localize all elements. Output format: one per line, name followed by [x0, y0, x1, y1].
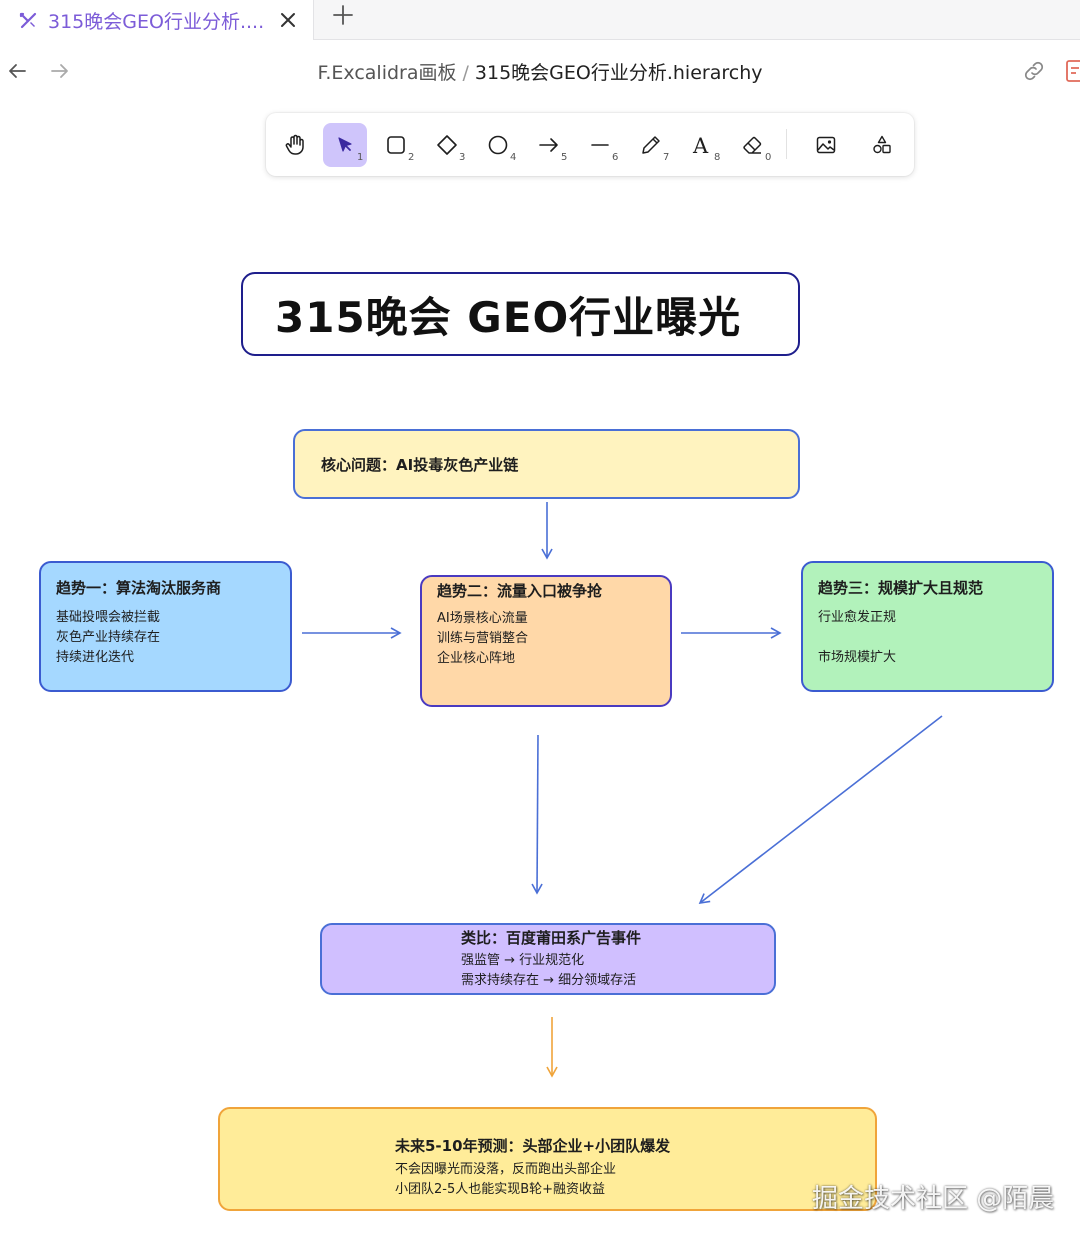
- forward-arrow-icon[interactable]: [48, 59, 72, 83]
- tab-bar: 315晚会GEO行业分析....: [0, 0, 1080, 40]
- future-line: 不会因曝光而没落，反而跑出头部企业: [395, 1162, 617, 1177]
- tool-key: 2: [408, 152, 415, 163]
- arrow-trend3-to-analogy: [698, 715, 943, 905]
- excalidraw-icon: [18, 10, 38, 30]
- trend3-heading: 趋势三：规模扩大且规范: [818, 579, 984, 597]
- draw-tool[interactable]: 7: [629, 123, 673, 167]
- hand-tool[interactable]: [273, 123, 317, 167]
- hand-icon: [285, 134, 304, 155]
- close-icon[interactable]: [277, 9, 299, 31]
- trend1-heading: 趋势一：算法淘汰服务商: [56, 579, 222, 597]
- trend3-line: 行业愈发正规: [818, 610, 897, 625]
- arrow-tool[interactable]: 5: [527, 123, 571, 167]
- eraser-tool[interactable]: 0: [731, 123, 775, 167]
- toolbar-divider: [786, 129, 787, 159]
- title-node[interactable]: 315晚会 GEO行业曝光: [241, 272, 800, 356]
- trend2-heading: 趋势二：流量入口被争抢: [437, 582, 603, 600]
- tool-key: 5: [561, 152, 568, 163]
- rectangle-tool[interactable]: 2: [374, 123, 418, 167]
- arrow-trend2-to-analogy: [531, 734, 543, 895]
- analogy-heading: 类比：百度莆田系广告事件: [461, 929, 642, 947]
- connector-layer: [302, 502, 943, 1078]
- tab-title: 315晚会GEO行业分析....: [48, 10, 265, 33]
- line-icon: [591, 144, 609, 146]
- trend1-node[interactable]: 趋势一：算法淘汰服务商 基础投喂会被拦截 灰色产业持续存在 持续进化迭代: [39, 561, 292, 692]
- core-issue-text: 核心问题：AI投毒灰色产业链: [321, 456, 519, 474]
- trend1-line: 灰色产业持续存在: [56, 630, 161, 645]
- breadcrumb-parent[interactable]: F.Excalidra画板: [317, 62, 457, 84]
- file-icon[interactable]: [1064, 58, 1080, 84]
- cursor-icon: [338, 137, 352, 152]
- selection-tool[interactable]: 1: [323, 123, 367, 167]
- diagram-title: 315晚会 GEO行业曝光: [275, 292, 742, 342]
- tool-key: 1: [357, 152, 364, 163]
- rectangle-icon: [387, 136, 405, 154]
- future-line: 小团队2-5人也能实现B轮+融资收益: [395, 1182, 606, 1197]
- link-icon[interactable]: [1022, 59, 1046, 83]
- image-tool[interactable]: [804, 123, 848, 167]
- breadcrumb-separator: /: [462, 62, 469, 84]
- trend2-line: 训练与营销整合: [437, 631, 529, 646]
- trend3-line: 市场规模扩大: [818, 650, 897, 665]
- ellipse-icon: [488, 135, 508, 155]
- tool-key: 0: [765, 152, 772, 163]
- image-icon: [816, 136, 836, 154]
- breadcrumb: F.Excalidra画板/315晚会GEO行业分析.hierarchy: [0, 58, 1080, 85]
- trend2-line: AI场景核心流量: [437, 611, 528, 626]
- analogy-line: 强监管 → 行业规范化: [461, 953, 585, 968]
- shapes-icon: [873, 135, 891, 154]
- tool-key: 4: [510, 152, 517, 163]
- future-heading: 未来5-10年预测：头部企业+小团队爆发: [395, 1137, 671, 1155]
- drawing-toolbar: 1 2 3 4 5 6 7 A 8 0: [266, 113, 914, 176]
- tool-key: 8: [714, 152, 721, 163]
- tab-active[interactable]: 315晚会GEO行业分析....: [0, 0, 314, 40]
- ellipse-tool[interactable]: 4: [476, 123, 520, 167]
- pencil-icon: [642, 136, 660, 154]
- diamond-icon: [437, 135, 457, 155]
- text-tool-glyph: A: [692, 134, 709, 157]
- tool-key: 3: [459, 152, 466, 163]
- trend1-line: 持续进化迭代: [56, 650, 135, 665]
- core-issue-node[interactable]: 核心问题：AI投毒灰色产业链: [293, 429, 800, 499]
- watermark: 掘金技术社区 @陌晨: [812, 1184, 1055, 1214]
- excalidraw-canvas[interactable]: 315晚会 GEO行业曝光 核心问题：AI投毒灰色产业链 趋势一：算法淘汰服务商…: [0, 180, 1080, 1239]
- line-tool[interactable]: 6: [578, 123, 622, 167]
- text-tool[interactable]: A 8: [680, 123, 724, 167]
- trend3-node[interactable]: 趋势三：规模扩大且规范 行业愈发正规 市场规模扩大: [801, 561, 1054, 692]
- analogy-line: 需求持续存在 → 细分领域存活: [461, 973, 637, 988]
- nav-bar: F.Excalidra画板/315晚会GEO行业分析.hierarchy: [0, 41, 1080, 101]
- diamond-tool[interactable]: 3: [425, 123, 469, 167]
- trend2-node[interactable]: 趋势二：流量入口被争抢 AI场景核心流量 训练与营销整合 企业核心阵地: [420, 575, 672, 707]
- more-shapes-tool[interactable]: [860, 123, 904, 167]
- tool-key: 6: [612, 152, 619, 163]
- back-arrow-icon[interactable]: [5, 59, 29, 83]
- trend1-line: 基础投喂会被拦截: [56, 610, 161, 625]
- future-prediction-node[interactable]: 未来5-10年预测：头部企业+小团队爆发 不会因曝光而没落，反而跑出头部企业 小…: [218, 1107, 877, 1211]
- arrow-right-icon: [539, 138, 558, 152]
- breadcrumb-current[interactable]: 315晚会GEO行业分析.hierarchy: [474, 62, 763, 84]
- trend2-line: 企业核心阵地: [437, 651, 516, 666]
- tool-key: 7: [663, 152, 670, 163]
- new-tab-icon[interactable]: [330, 2, 356, 28]
- analogy-node[interactable]: 类比：百度莆田系广告事件 强监管 → 行业规范化 需求持续存在 → 细分领域存活: [320, 923, 776, 995]
- text-icon: A: [692, 134, 709, 157]
- eraser-icon: [743, 136, 762, 154]
